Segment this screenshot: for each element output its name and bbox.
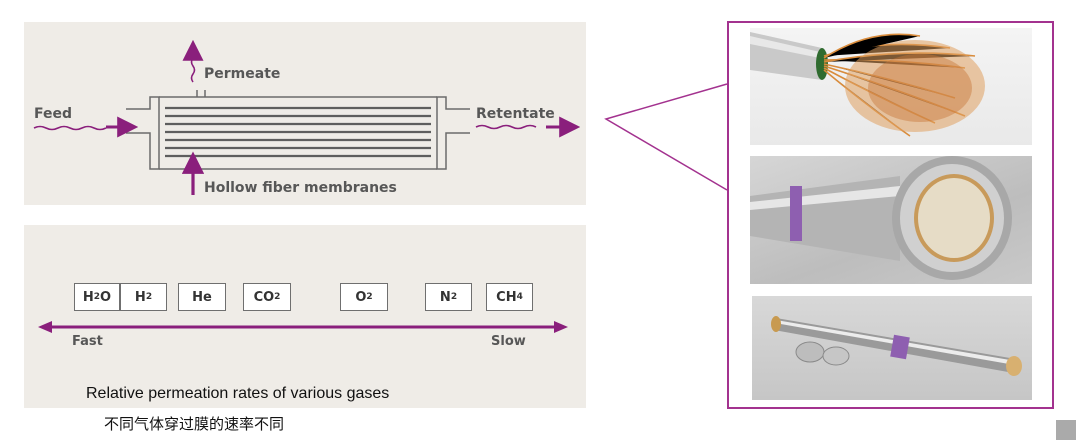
gas-base: He	[192, 289, 212, 305]
permeate-port	[196, 90, 206, 97]
gas-base: CH	[496, 289, 517, 305]
scale-arrow-right	[554, 321, 568, 333]
gas-base: H	[134, 289, 146, 305]
gas-subscript: 2	[274, 292, 281, 302]
permeate-label: Permeate	[204, 66, 281, 82]
fiber-bundle-illustration	[750, 32, 985, 137]
gas-subscript: 2	[93, 292, 101, 302]
gas-subscript: 2	[366, 292, 373, 302]
permeation-scale	[38, 321, 568, 333]
module-assembly-illustration	[771, 316, 1022, 376]
flow-arrows	[33, 39, 581, 195]
module-right-cap	[436, 96, 470, 170]
gas-he: He	[178, 283, 226, 311]
scale-arrow-left	[38, 321, 52, 333]
feed-wave	[33, 125, 107, 131]
retentate-wave	[475, 124, 537, 130]
gas-subscript: 2	[145, 292, 153, 302]
corner-marker	[1056, 420, 1076, 440]
permeation-rates-panel	[24, 225, 586, 408]
feed-label: Feed	[34, 106, 73, 122]
membrane-module-assembly-photo	[752, 296, 1032, 400]
callout	[604, 83, 728, 191]
permeate-wave	[190, 57, 196, 83]
callout-line	[604, 83, 728, 191]
gas-subscript: 2	[450, 292, 458, 302]
gas-tail: O	[100, 289, 112, 305]
module-left-cap	[126, 96, 160, 170]
gas-base: O	[355, 289, 367, 305]
gas-subscript: 4	[516, 292, 523, 302]
caption-chinese: 不同气体穿过膜的速率不同	[104, 415, 285, 433]
caption-english: Relative permeation rates of various gas…	[86, 385, 390, 402]
retentate-label: Retentate	[476, 106, 555, 122]
module-end-illustration	[750, 156, 1012, 280]
hollow-fiber-label: Hollow fiber membranes	[204, 180, 397, 196]
gas-base: N	[439, 289, 451, 305]
gas-base: H	[82, 289, 94, 305]
membrane-module-end-photo	[750, 156, 1032, 284]
gas-base: CO	[253, 289, 275, 305]
module-diagram-panel	[24, 22, 586, 205]
hollow-fiber-bundle-photo	[750, 28, 1032, 145]
photo-frame	[727, 21, 1054, 409]
membrane-module	[126, 90, 470, 170]
fast-label: Fast	[72, 334, 103, 349]
hollow-fibers	[165, 106, 431, 158]
slow-label: Slow	[491, 334, 526, 349]
